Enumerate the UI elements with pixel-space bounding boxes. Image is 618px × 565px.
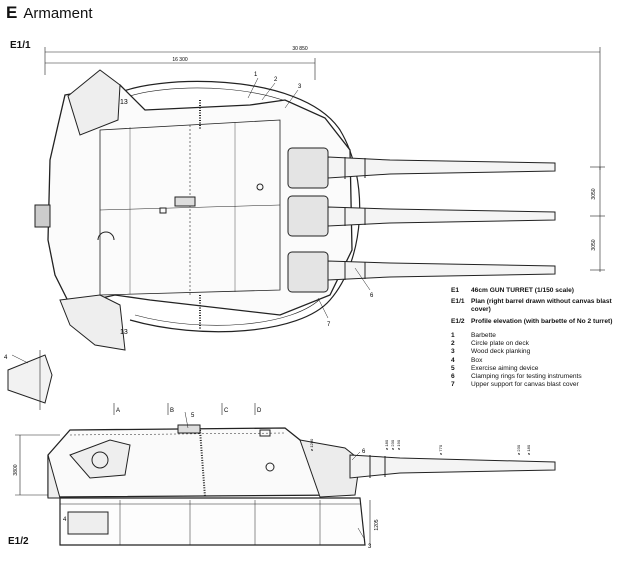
small-dim-7: ø 180 xyxy=(526,444,531,455)
dim-barrel-1: 3050 xyxy=(591,188,597,199)
small-dim-6: ø 230 xyxy=(516,444,521,455)
dim-height: 3800 xyxy=(13,464,19,475)
key-number: 6 xyxy=(451,373,455,381)
key-item: 5 Exercise aiming device xyxy=(451,365,616,373)
section-mark-c: C xyxy=(224,408,229,414)
elevation-callout-6: 6 xyxy=(362,449,366,455)
section-title: Armament xyxy=(23,5,93,22)
section-mark-d: D xyxy=(257,408,262,414)
key-text: Clamping rings for testing instruments xyxy=(471,373,582,381)
key-text: Barbette xyxy=(471,331,496,339)
key-text: Wood deck planking xyxy=(471,348,531,356)
key-item: 4 Box xyxy=(451,357,616,365)
elevation-callout-3: 3 xyxy=(368,544,372,550)
turret-elevation-drawing: A B C D 4 5 6 3 3800 1205 ø 1200 ø 180 ø… xyxy=(13,403,556,550)
key-number: 7 xyxy=(451,381,455,389)
callout-1: 1 xyxy=(254,72,258,78)
key-text: Circle plate on deck xyxy=(471,340,529,348)
legend-entry: E1/2 Profile elevation (with barbette of… xyxy=(451,318,616,326)
key-text: Exercise aiming device xyxy=(471,364,539,372)
legend-entry: E1/1 Plan (right barrel drawn without ca… xyxy=(451,298,616,314)
key-item: 1 Barbette xyxy=(451,332,616,340)
key-item: 3 Wood deck planking xyxy=(451,348,616,356)
legend-text: 46cm GUN TURRET (1/150 scale) xyxy=(471,287,574,294)
dim-base: 1205 xyxy=(374,519,380,530)
key-number: 3 xyxy=(451,348,455,356)
elevation-callout-4: 4 xyxy=(63,517,67,523)
legend-code: E1/1 xyxy=(451,298,465,306)
side-section-drawing: 4 xyxy=(4,350,53,410)
side-mark-bottom: 13 xyxy=(120,329,128,336)
legend-text: Plan (right barrel drawn without canvas … xyxy=(471,298,612,314)
small-dim-3: ø 230 xyxy=(390,439,395,450)
small-dim-5: ø 770 xyxy=(438,444,443,455)
small-dim-1: ø 1200 xyxy=(309,438,314,451)
key-text: Box xyxy=(471,356,483,364)
turret-plan-drawing: 30 850 16 300 3050 3050 13 13 1 2 3 6 7 xyxy=(34,46,605,351)
callout-7: 7 xyxy=(327,322,331,328)
section-mark-b: B xyxy=(170,408,174,414)
section-letter: E xyxy=(6,3,18,22)
key-item: 7 Upper support for canvas blast cover xyxy=(451,381,616,389)
small-dim-2: ø 180 xyxy=(384,439,389,450)
elevation-figure-label: E1/2 xyxy=(8,536,29,547)
legend-code: E1/2 xyxy=(451,317,465,325)
dim-inner: 16 300 xyxy=(172,57,188,63)
section-callout-4: 4 xyxy=(4,355,8,361)
key-number: 5 xyxy=(451,364,455,372)
small-dim-4: ø 190 xyxy=(396,439,401,450)
plan-figure-label: E1/1 xyxy=(10,40,31,51)
callout-2: 2 xyxy=(274,77,278,83)
side-mark-top: 13 xyxy=(120,99,128,106)
dim-barrel-2: 3050 xyxy=(591,239,597,250)
legend-text: Profile elevation (with barbette of No 2… xyxy=(471,317,613,325)
key-number: 1 xyxy=(451,331,455,339)
key-item: 2 Circle plate on deck xyxy=(451,340,616,348)
elevation-callout-5: 5 xyxy=(191,413,195,419)
dim-overall: 30 850 xyxy=(292,46,308,52)
legend-entry: E1 46cm GUN TURRET (1/150 scale) xyxy=(451,287,616,295)
key-text: Upper support for canvas blast cover xyxy=(471,381,579,389)
section-mark-a: A xyxy=(116,408,120,414)
callout-6: 6 xyxy=(370,293,374,299)
key-item: 6 Clamping rings for testing instruments xyxy=(451,373,616,381)
legend: E1 46cm GUN TURRET (1/150 scale) E1/1 Pl… xyxy=(451,287,616,390)
legend-code: E1 xyxy=(451,287,460,294)
page-title: E Armament xyxy=(6,3,93,23)
key-number: 2 xyxy=(451,340,455,348)
callout-3: 3 xyxy=(298,84,302,90)
key-number: 4 xyxy=(451,356,455,364)
